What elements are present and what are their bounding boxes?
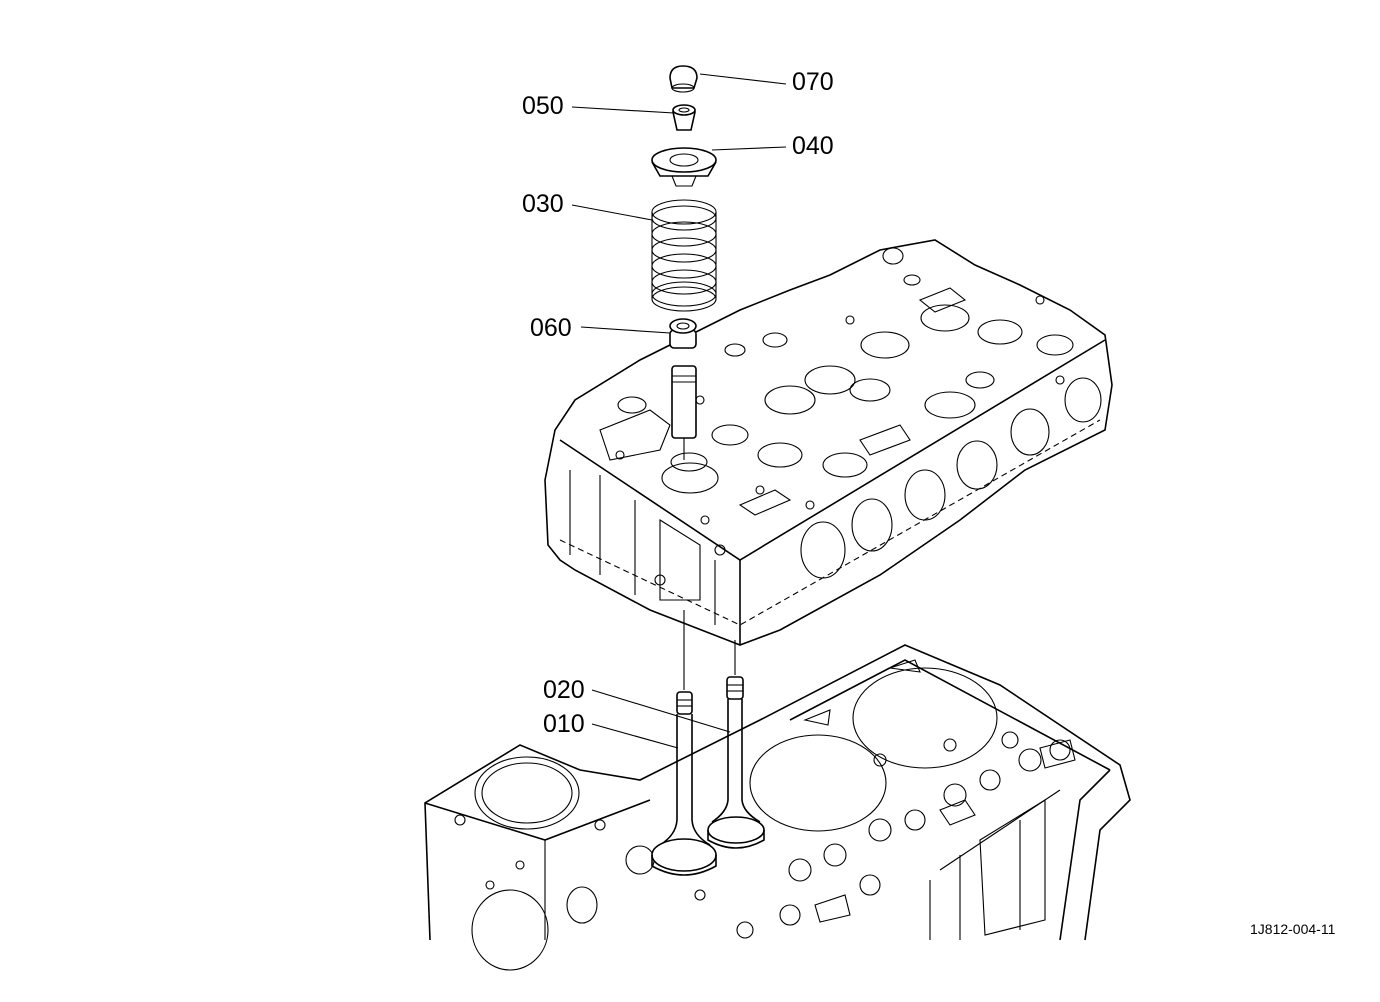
callout-020: 020: [543, 676, 585, 704]
exhaust-valve: [651, 610, 717, 876]
intake-valve: [707, 640, 765, 849]
valve-cap: [669, 65, 698, 93]
valve-spring: [651, 199, 717, 312]
valve-stem-seal: [669, 318, 697, 349]
figure-code: 1J812-004-11: [1250, 921, 1336, 937]
valve-guide: [670, 365, 708, 472]
callout-050: 050: [522, 92, 564, 120]
callout-010: 010: [543, 710, 585, 738]
callout-070: 070: [792, 68, 834, 96]
callout-030: 030: [522, 190, 564, 218]
spring-retainer: [651, 147, 717, 187]
leader-lines: [571, 73, 787, 749]
cylinder-head: [544, 239, 1113, 646]
callout-060: 060: [530, 314, 572, 342]
callout-040: 040: [792, 132, 834, 160]
valve-collet: [672, 104, 696, 131]
cylinder-block: [424, 644, 1131, 971]
